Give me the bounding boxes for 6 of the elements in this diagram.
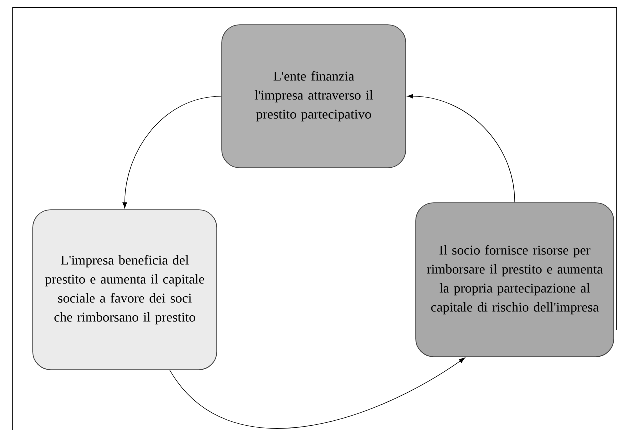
arrow <box>170 358 466 429</box>
arrow <box>122 96 222 209</box>
process-box: L'ente finanzia l'impresa attraverso il prestito partecipativo <box>222 24 406 168</box>
process-box: Il socio fornisce risorse per rimborsare il prestito e aumenta la propria partecipazione al capitale di rischio dell'impresa <box>416 202 614 358</box>
arrow <box>407 94 516 203</box>
process-box: L'impresa beneficia del prestito e aumenta il capitale sociale a favore dei soci che rimborsano il prestito <box>32 210 218 370</box>
